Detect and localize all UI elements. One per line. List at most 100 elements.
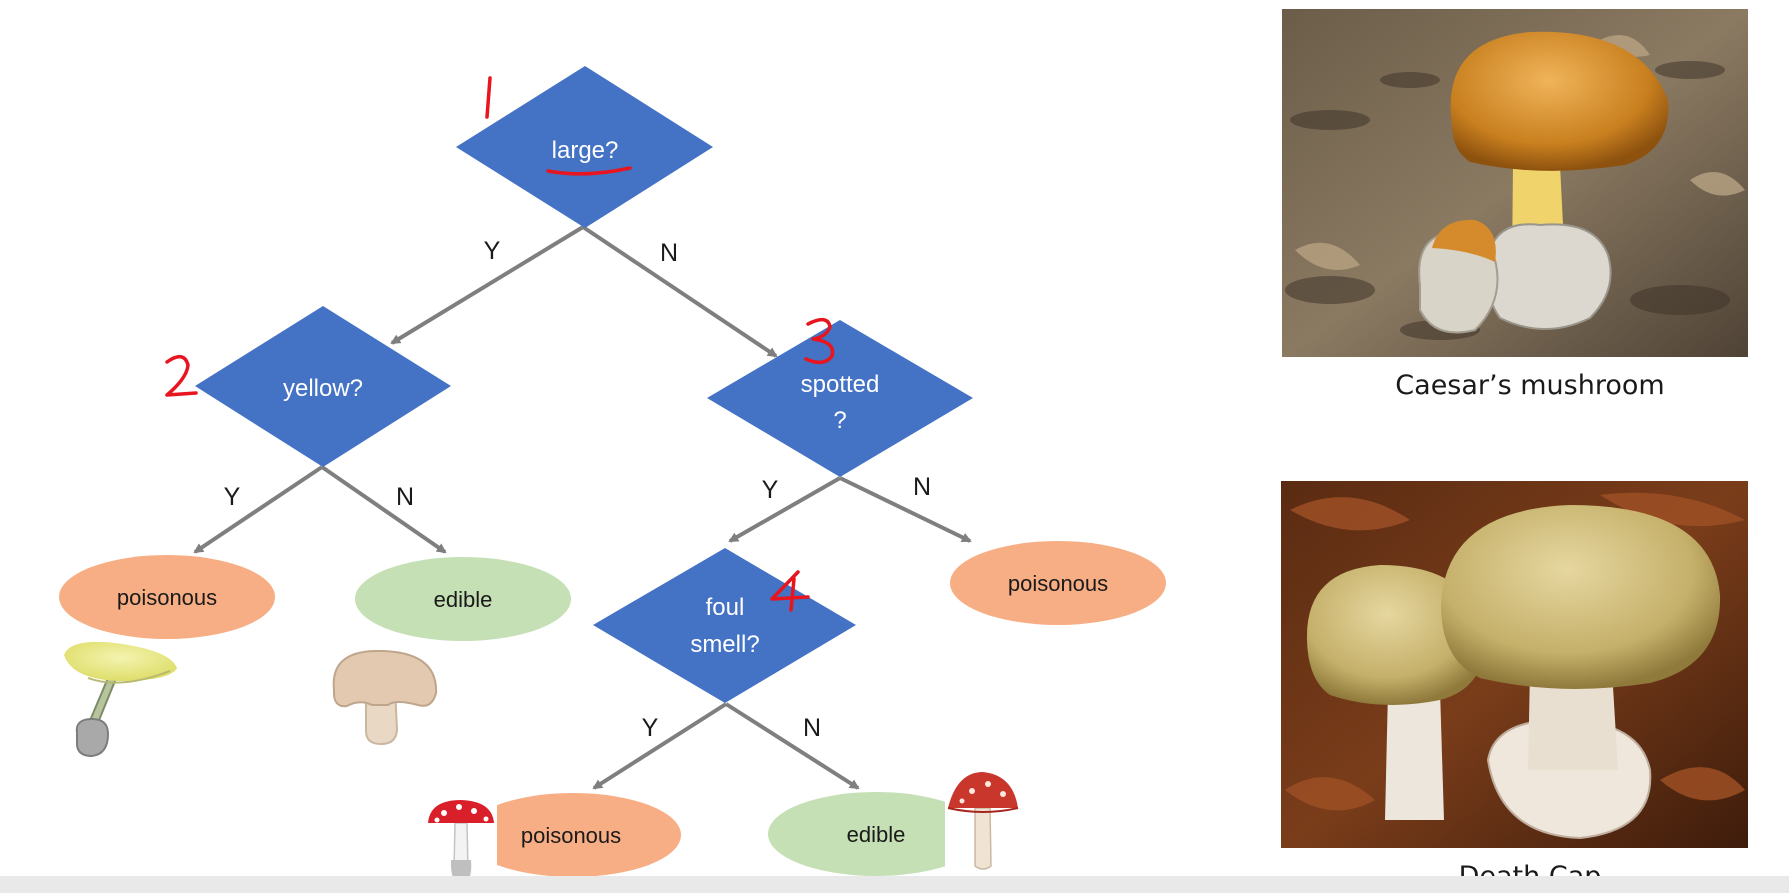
amanita-cap [428, 800, 494, 823]
decision-label: yellow? [283, 375, 363, 402]
amanita-spot [441, 810, 447, 816]
dry-leaf [1690, 172, 1745, 196]
leaf-poisonous-foul: poisonous [462, 790, 681, 880]
yellow-mushroom-gills [87, 670, 171, 684]
caesar-volva [1485, 223, 1612, 330]
arrow-large-yes [390, 225, 585, 345]
decision-label: ? [833, 407, 846, 434]
leaf-label: edible [434, 587, 493, 612]
amanita-spot [483, 816, 489, 822]
caesars-mushroom-caption: Caesar’s mushroom [1395, 370, 1665, 401]
leaf-poisonous-yellow: poisonous [59, 555, 275, 639]
brown-leaf [1660, 767, 1745, 801]
amanita-spot [969, 788, 975, 794]
arrows [193, 225, 972, 790]
leaf-ellipse [59, 555, 275, 639]
branch-label-yellow-yes: Y [224, 483, 241, 511]
leaf-ellipse [465, 793, 681, 877]
branch-label-large-no: N [660, 239, 678, 267]
arrow-foul-yes [592, 702, 728, 790]
death-cap-photo [1281, 481, 1748, 848]
branch-label-spotted-yes: Y [762, 476, 779, 504]
decision-label: large? [552, 137, 619, 164]
brown-leaf [1600, 492, 1745, 527]
button-mushroom-icon [332, 649, 438, 746]
ground-speck [1380, 72, 1440, 88]
handwritten-annotations [165, 76, 835, 612]
amanita-spot [456, 804, 462, 810]
branch-label-foul-yes: Y [642, 714, 659, 742]
amanita-spot [471, 808, 477, 814]
branch-label-spotted-no: N [913, 473, 931, 501]
amanita-spot [985, 781, 991, 787]
amanita-spots [959, 781, 1006, 804]
caesars-mushroom-photo [1282, 9, 1748, 357]
arrow-spotted-no [839, 476, 972, 543]
death-cap-large-stem [1528, 670, 1618, 770]
leaf-label: edible [847, 822, 906, 847]
amanita-gills [947, 807, 1019, 813]
ground-speck [1630, 285, 1730, 315]
branch-label-foul-no: N [803, 714, 821, 742]
death-cap-small-cap [1306, 565, 1485, 705]
brown-leaf [1285, 777, 1375, 811]
ground-speck [1285, 276, 1375, 304]
leaf-ellipse [768, 792, 984, 876]
amanita-spot [959, 798, 965, 804]
amanita-spot [434, 817, 440, 823]
arrow-foul-no [724, 702, 860, 790]
decision-label: spotted [801, 371, 880, 398]
brown-leaf [1290, 497, 1410, 531]
leaf-ellipse [355, 557, 571, 641]
decision-foul-smell: foul smell? [593, 548, 856, 703]
decision-diamond [593, 548, 856, 703]
death-cap-small-stem [1385, 690, 1444, 820]
decision-diamond [456, 66, 713, 228]
dry-leaf [1600, 35, 1650, 57]
leaf-label: poisonous [521, 823, 621, 848]
amanita-spots [434, 804, 489, 823]
ground-speck [1655, 61, 1725, 79]
leaf-label: poisonous [117, 585, 217, 610]
death-cap-large-cap [1441, 505, 1721, 689]
arrow-yellow-yes [193, 465, 324, 554]
annotation-number-3 [804, 317, 835, 365]
branch-label-yellow-no: N [396, 483, 414, 511]
annotation-number-1 [485, 76, 492, 119]
amanita-cap [948, 772, 1018, 808]
branch-label-large-yes: Y [484, 237, 501, 265]
leaf-label: poisonous [1008, 571, 1108, 596]
decision-yellow: yellow? [195, 306, 451, 467]
caesar-button-cap [1432, 219, 1496, 262]
dry-leaf [1295, 242, 1360, 270]
decision-large: large? [456, 66, 713, 228]
arrow-yellow-no [320, 465, 447, 554]
decision-label: foul [706, 594, 745, 621]
branch-labels: Y N Y N Y N Y N [224, 237, 931, 742]
decision-diamond [195, 306, 451, 467]
dry-leaves [1295, 35, 1745, 270]
amanita-mushroom-icon-right [947, 772, 1019, 870]
yellow-mushroom-base [75, 717, 110, 758]
amanita-stem [974, 807, 992, 870]
annotation-number-2 [165, 355, 198, 397]
leaf-ellipse [950, 541, 1166, 625]
leaf-edible-yellow: edible [355, 557, 571, 641]
arrow-spotted-yes [728, 476, 841, 543]
ground-speck [1290, 110, 1370, 130]
yellow-mushroom-cap [64, 641, 177, 681]
yellow-mushroom-icon [64, 641, 177, 758]
annotation-underline-large [546, 166, 632, 176]
caesar-cap [1450, 31, 1669, 171]
photo-ground-texture [1285, 61, 1730, 340]
decision-label: smell? [690, 631, 759, 658]
annotation-number-4 [770, 570, 810, 612]
decision-spotted: spotted ? [707, 320, 973, 477]
bottom-bar [0, 876, 1789, 893]
button-mushroom-cap [332, 649, 438, 708]
amanita-spot [1000, 791, 1006, 797]
arrow-large-no [581, 225, 778, 358]
leaf-poisonous-spotted: poisonous [950, 541, 1166, 625]
